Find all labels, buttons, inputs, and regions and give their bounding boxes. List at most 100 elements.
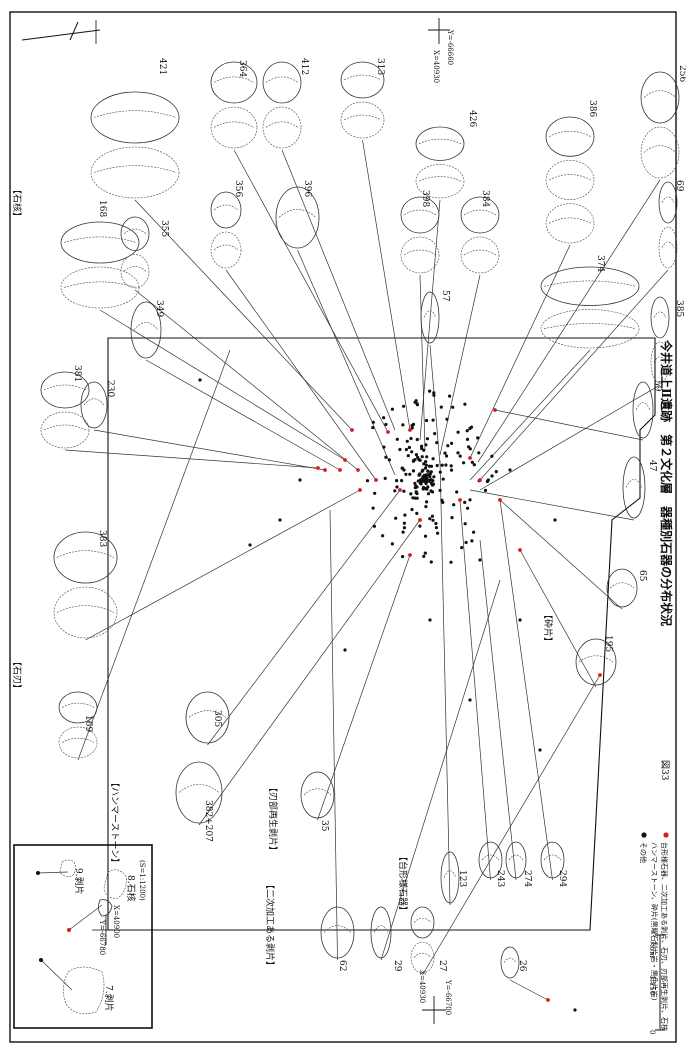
artifact-number: 426 xyxy=(467,110,477,127)
dot xyxy=(405,439,409,443)
leader-line-396 xyxy=(297,249,396,476)
artifact-face xyxy=(650,341,670,384)
artifact-face xyxy=(640,126,680,179)
artifact-number: 169 xyxy=(83,715,93,732)
dot xyxy=(371,506,375,510)
artifact-ridge xyxy=(303,788,332,796)
leader-line-65 xyxy=(499,499,623,610)
dot xyxy=(373,491,377,495)
dot xyxy=(466,506,470,510)
dot xyxy=(444,463,448,467)
dot xyxy=(468,498,472,502)
dot xyxy=(387,458,391,462)
grid-cross-bottom xyxy=(422,996,446,1024)
leader-line-47 xyxy=(469,489,635,521)
artifact-face xyxy=(275,186,320,249)
artifact-230: 230 xyxy=(80,380,115,429)
dot-red xyxy=(356,468,360,472)
artifact-face xyxy=(53,531,118,584)
artifact-number: 62 xyxy=(337,960,347,971)
artifact-number: 381 xyxy=(72,365,82,382)
artifact-ridge xyxy=(609,582,635,589)
leader-line-62 xyxy=(329,509,338,961)
artifact-number: 123 xyxy=(457,870,467,887)
dot xyxy=(415,491,419,496)
artifact-face xyxy=(340,61,385,99)
artifact-face xyxy=(210,61,258,104)
artifact-ridge xyxy=(413,952,432,958)
artifact-number: 195 xyxy=(603,635,613,652)
dot xyxy=(410,450,414,454)
artifact-47: 47 xyxy=(622,456,657,519)
dot xyxy=(425,437,429,441)
dot-red xyxy=(478,478,482,482)
artifact-number: 305 xyxy=(212,710,222,727)
artifact-number: 243 xyxy=(495,870,505,887)
artifact-355: 355 xyxy=(120,216,169,289)
dot xyxy=(424,505,428,509)
dot xyxy=(478,558,482,562)
artifact-face xyxy=(500,946,520,979)
artifact-ridge xyxy=(481,854,500,861)
artifact-ridge xyxy=(61,737,95,743)
artifact-face xyxy=(185,691,230,744)
dot xyxy=(483,488,488,492)
dot xyxy=(372,524,376,528)
artifact-169: 169 xyxy=(58,691,98,759)
artifact-face xyxy=(58,726,98,759)
figure-frame xyxy=(9,11,677,1043)
artifact-face xyxy=(545,203,595,244)
artifact-ridge xyxy=(463,249,497,256)
artifact-ridge xyxy=(343,114,382,121)
scale-min: 0 xyxy=(648,1030,656,1034)
artifact-383: 383 xyxy=(53,530,118,639)
coord-top-x: X=40930 xyxy=(432,50,440,83)
inset-label-8: 8.石核 xyxy=(125,875,137,902)
artifact-face xyxy=(640,71,680,124)
artifact-356: 356 xyxy=(210,180,243,269)
leader-line-385 xyxy=(479,384,661,491)
dot-red xyxy=(343,458,347,462)
dot xyxy=(456,430,460,434)
dot xyxy=(401,530,405,534)
artifact-ridge xyxy=(265,76,299,83)
legend-black-dot xyxy=(641,832,647,838)
dot xyxy=(430,483,435,487)
dot xyxy=(452,503,456,507)
artifact-face xyxy=(90,146,180,199)
dot xyxy=(371,420,375,424)
artifact-426: 426 xyxy=(415,110,477,199)
artifact-ridge xyxy=(503,957,517,963)
dot xyxy=(448,394,452,398)
dot xyxy=(402,489,406,493)
artifact-face xyxy=(40,411,90,449)
artifact-ridge xyxy=(61,702,95,708)
artifact-face xyxy=(415,126,465,161)
dot xyxy=(411,459,415,463)
dot xyxy=(411,469,416,473)
dot-red xyxy=(408,553,412,557)
artifact-face xyxy=(622,456,646,519)
dot xyxy=(446,444,450,448)
dot xyxy=(431,418,435,422)
dot-red xyxy=(338,468,342,472)
dot xyxy=(428,517,432,521)
dot xyxy=(422,554,426,559)
artifact-face xyxy=(460,236,500,274)
artifact-face xyxy=(545,116,595,157)
dot xyxy=(463,500,467,504)
legend-red-label: 台形様石器、二次加工ある剥片、石刃、刃部再生剥片、石核 xyxy=(660,842,669,1031)
dot-red xyxy=(493,408,497,412)
dot-red xyxy=(374,478,378,482)
dot-red xyxy=(316,466,320,470)
dot xyxy=(404,472,408,476)
artifact-ridge xyxy=(423,310,437,318)
dot-red xyxy=(350,428,354,432)
artifact-face xyxy=(420,291,440,344)
artifact-ridge xyxy=(278,209,317,218)
artifact-386: 386 xyxy=(545,100,597,244)
dot xyxy=(414,453,418,457)
artifact-ridge xyxy=(653,311,667,318)
artifact-number: 29 xyxy=(392,960,402,972)
dot xyxy=(427,464,432,468)
